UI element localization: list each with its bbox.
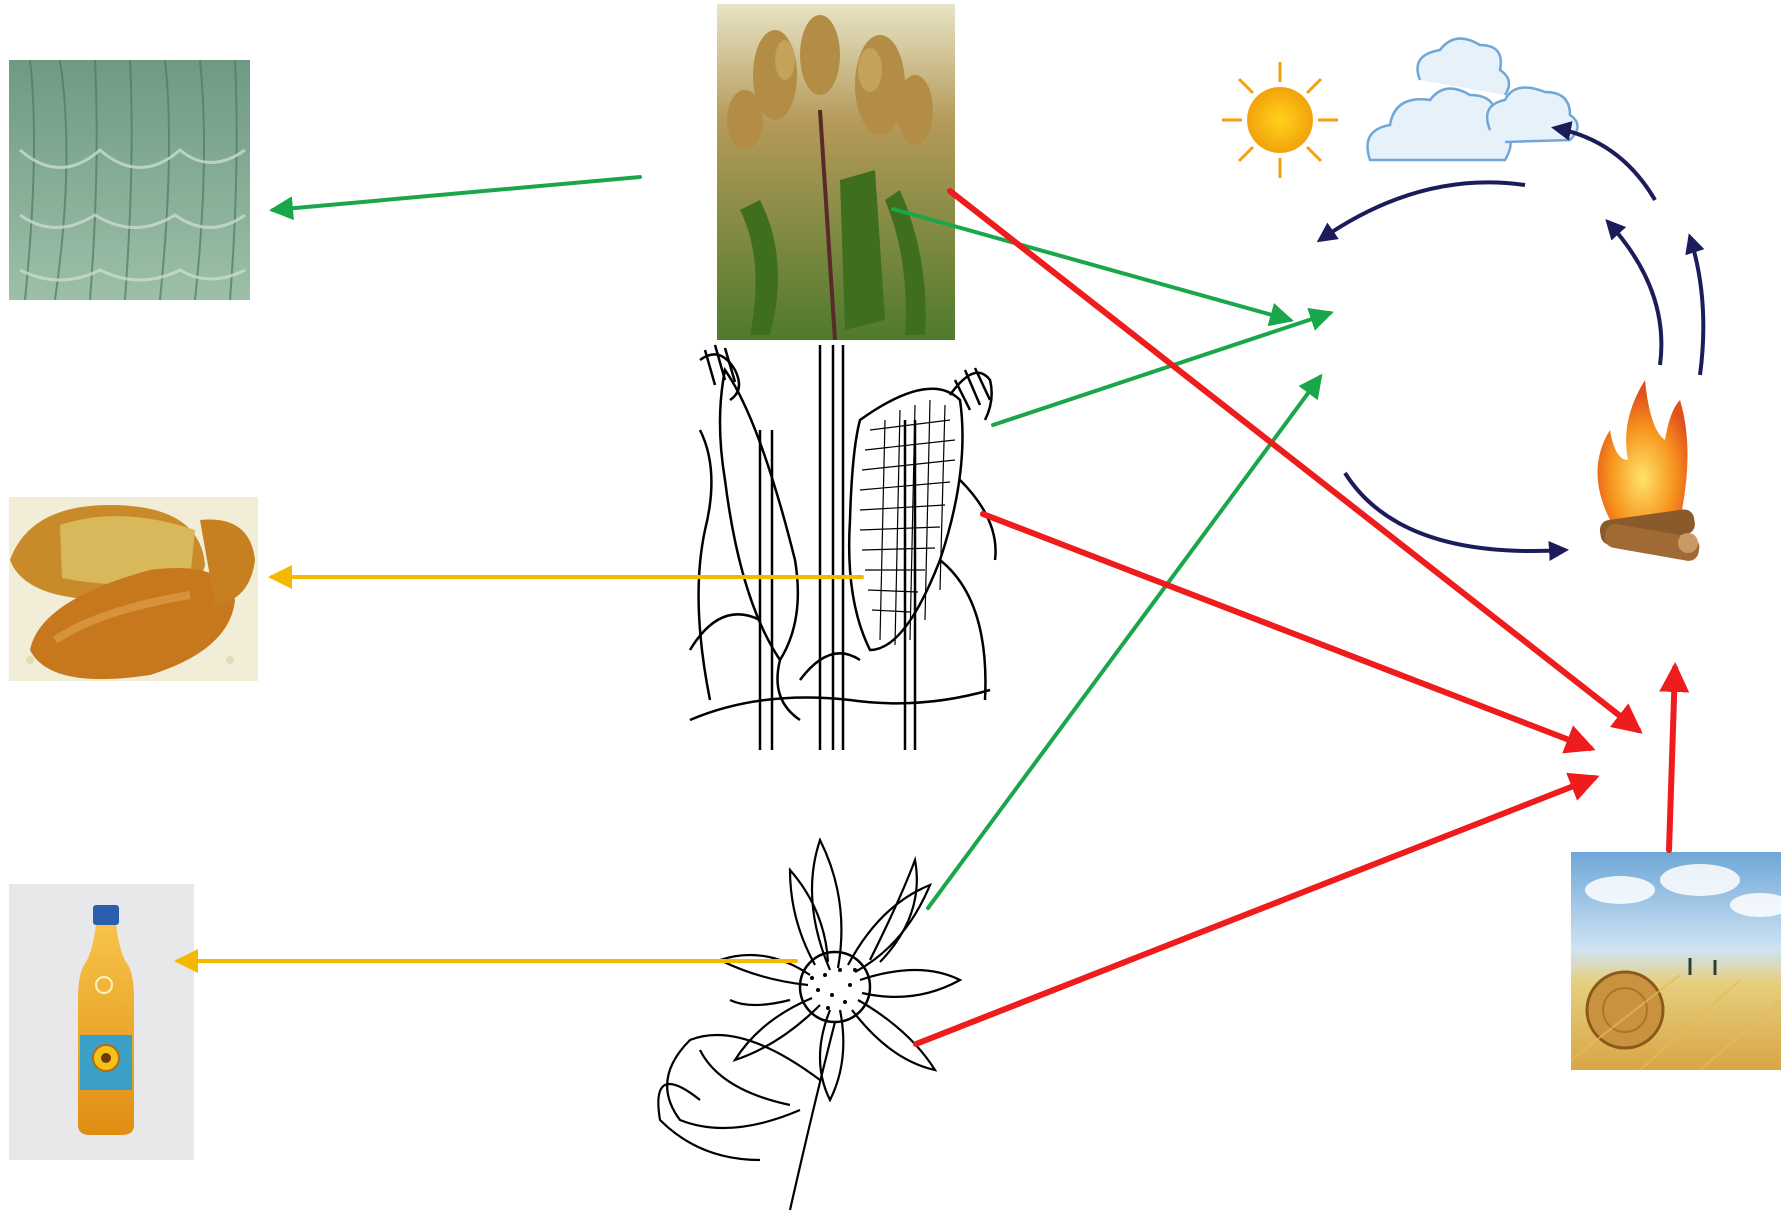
sunflower-illustration <box>658 840 960 1210</box>
hay-bale-field-image <box>1571 852 1781 1070</box>
arrow-sunflower-to-field <box>916 778 1594 1044</box>
sun-icon <box>1222 62 1338 178</box>
sunflower-oil-bottle-image <box>9 884 194 1160</box>
sun-cloud-fire-cycle-image <box>1222 39 1703 563</box>
bread-loaves-image <box>9 497 258 681</box>
arrow-corn-to-cycle <box>993 313 1330 425</box>
campfire-icon <box>1598 380 1701 562</box>
cloud-icon <box>1368 39 1578 160</box>
sorghum-plant-image <box>717 4 955 340</box>
sorghum-broom-bundle-image <box>9 60 250 300</box>
arrow-sorghum-to-field <box>950 191 1638 730</box>
arrow-field-to-cycle <box>1669 668 1675 850</box>
corn-plant-illustration <box>690 345 996 750</box>
arrow-sunflower-to-cycle <box>928 377 1320 908</box>
arrow-sorghum-to-broom <box>273 177 640 210</box>
